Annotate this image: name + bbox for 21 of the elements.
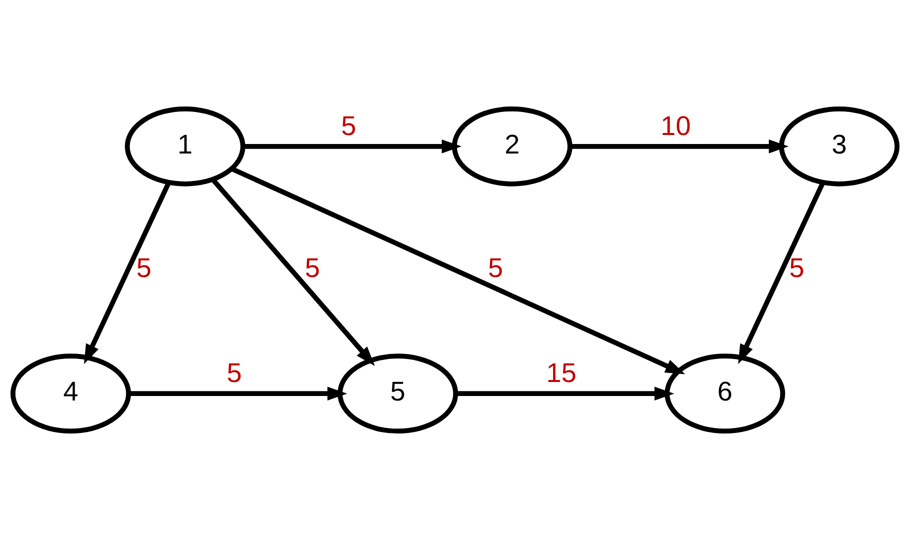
node-ellipse: 4 <box>10 354 131 434</box>
edge-label: 10 <box>660 110 691 141</box>
edge-label: 5 <box>341 110 356 141</box>
node-ellipse: 1 <box>124 106 246 186</box>
arrow <box>84 182 171 364</box>
arrow <box>243 140 462 154</box>
arrow <box>570 140 789 154</box>
node-ellipse: 3 <box>779 106 900 186</box>
edge-label: 5 <box>789 252 804 283</box>
arrow <box>738 182 826 364</box>
arrow <box>211 178 375 366</box>
edge-label: 5 <box>226 358 242 388</box>
edge-label: 15 <box>546 358 576 388</box>
arrow <box>456 386 674 400</box>
arrow <box>230 166 686 374</box>
edge-label: 5 <box>136 252 152 283</box>
arrow <box>128 386 348 400</box>
node-ellipse: 2 <box>452 106 572 186</box>
edge-label: 5 <box>488 252 504 283</box>
edge-label: 5 <box>304 252 320 283</box>
node-ellipse: 5 <box>338 354 458 434</box>
